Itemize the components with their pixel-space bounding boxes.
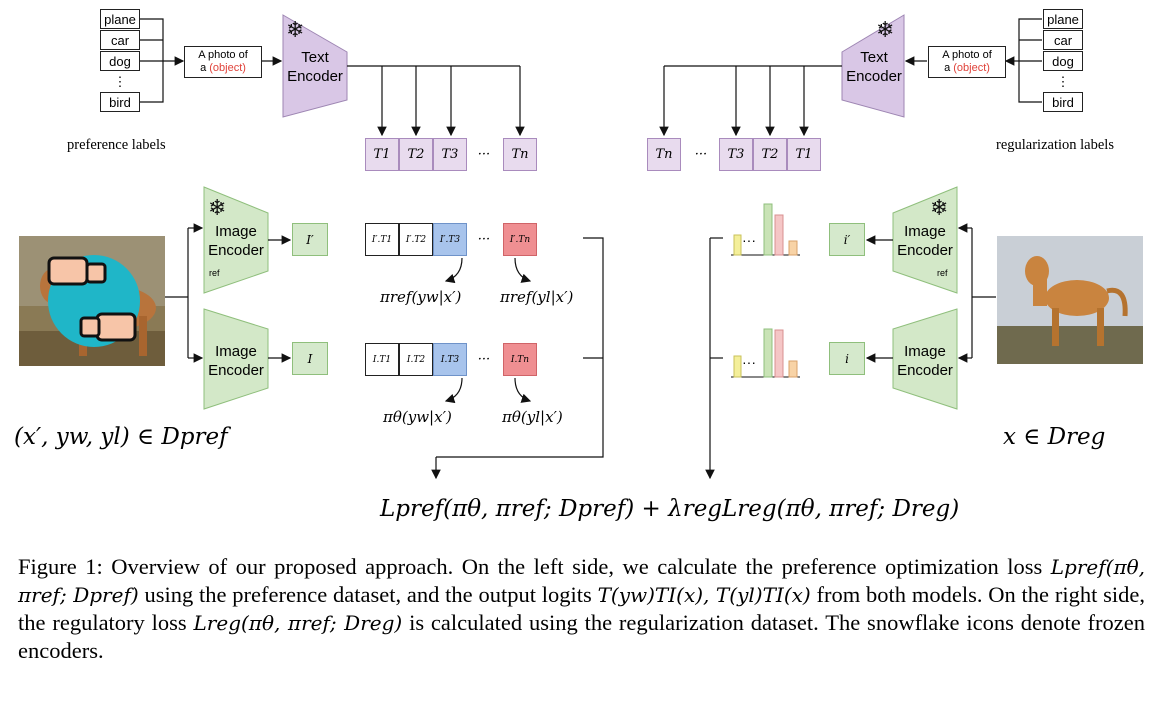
thumbs-down-icon <box>47 256 107 286</box>
text-token: T3 <box>719 138 753 171</box>
image-encoder-right-ref-shape <box>892 186 958 294</box>
preference-image <box>19 236 165 366</box>
snowflake-icon: ❄ <box>208 196 227 221</box>
regularization-dataset-label: x ∈ Dreg <box>1003 424 1106 450</box>
logit-cell: I.T2 <box>399 343 433 376</box>
diagram: plane car dog ⋮ bird plane car dog ⋮ bir… <box>14 9 1143 522</box>
prompt-object: (object) <box>953 62 990 74</box>
prompt-line1: A photo of <box>942 49 992 61</box>
text-token: T2 <box>753 138 787 171</box>
loss-equation: Lpref(πθ, πref; Dpref) + λregLreg(πθ, πr… <box>380 496 960 522</box>
text-token: T1 <box>787 138 821 171</box>
snowflake-icon: ❄ <box>876 18 895 43</box>
class-label-ellipsis: ⋮ <box>113 74 127 89</box>
text-encoder-right-shape <box>841 14 905 118</box>
text-token: T2 <box>399 138 433 171</box>
histogram-ref <box>731 203 800 256</box>
histogram-dots: ··· <box>742 232 756 248</box>
logit-cell-loser: I′.Tn <box>503 223 537 256</box>
prompt-line1: A photo of <box>198 49 248 61</box>
class-label-bird: bird <box>1043 92 1083 112</box>
image-feature-theta: i <box>829 342 865 375</box>
class-label-car: car <box>100 30 140 50</box>
class-label-dog: dog <box>1043 51 1083 71</box>
class-label-plane: plane <box>1043 9 1083 29</box>
text-token: T1 <box>365 138 399 171</box>
preference-labels-caption: preference labels <box>67 137 166 153</box>
logit-ellipsis: ··· <box>477 352 491 367</box>
image-feature-ref: I′ <box>292 223 328 256</box>
class-label-car: car <box>1043 30 1083 50</box>
token-ellipsis: ··· <box>694 147 708 162</box>
prob-ref-loser: πref(yl|x′) <box>500 288 574 306</box>
class-label-ellipsis: ⋮ <box>1056 74 1070 89</box>
snowflake-icon: ❄ <box>286 18 305 43</box>
image-encoder-left-theta-shape <box>203 308 269 410</box>
ref-tag: ref <box>209 268 220 278</box>
logit-ellipsis: ··· <box>477 232 491 247</box>
regularization-image <box>997 236 1143 364</box>
figure-caption: Figure 1: Overview of our proposed appro… <box>18 554 1145 663</box>
class-label-plane: plane <box>100 9 140 29</box>
thumbs-up-icon <box>79 312 137 342</box>
thumbs-icon <box>47 255 140 347</box>
prompt-prefix: a <box>944 62 954 74</box>
class-label-bird: bird <box>100 92 140 112</box>
class-label-dog: dog <box>100 51 140 71</box>
image-encoder-right-theta-shape <box>892 308 958 410</box>
logit-cell-winner: I.T3 <box>433 343 467 376</box>
text-token: Tn <box>647 138 681 171</box>
histogram-dots: ··· <box>742 354 756 370</box>
prompt-template-right: A photo of a (object) <box>928 46 1006 78</box>
preference-dataset-label: (x′, yw, yl) ∈ Dpref <box>14 424 228 450</box>
image-feature-theta: I <box>292 342 328 375</box>
logit-cell-winner: I′.T3 <box>433 223 467 256</box>
prob-ref-winner: πref(yw|x′) <box>380 288 462 306</box>
text-token: T3 <box>433 138 467 171</box>
prompt-object: (object) <box>209 62 246 74</box>
text-encoder-left-shape <box>282 14 348 118</box>
prompt-template-left: A photo of a (object) <box>184 46 262 78</box>
diagram-lines <box>140 14 1042 480</box>
image-feature-ref: i′ <box>829 223 865 256</box>
regularization-labels-caption: regularization labels <box>996 137 1114 153</box>
image-encoder-left-ref-shape <box>203 186 269 294</box>
logit-cell: I′.T2 <box>399 223 433 256</box>
prompt-prefix: a <box>200 62 210 74</box>
logit-cell: I′.T1 <box>365 223 399 256</box>
logit-cell: I.T1 <box>365 343 399 376</box>
ref-tag: ref <box>937 268 948 278</box>
prob-theta-winner: πθ(yw|x′) <box>383 408 452 426</box>
text-token: Tn <box>503 138 537 171</box>
token-ellipsis: ··· <box>477 147 491 162</box>
histogram-theta <box>731 328 800 378</box>
snowflake-icon: ❄ <box>930 196 949 221</box>
logit-cell-loser: I.Tn <box>503 343 537 376</box>
prob-theta-loser: πθ(yl|x′) <box>502 408 563 426</box>
